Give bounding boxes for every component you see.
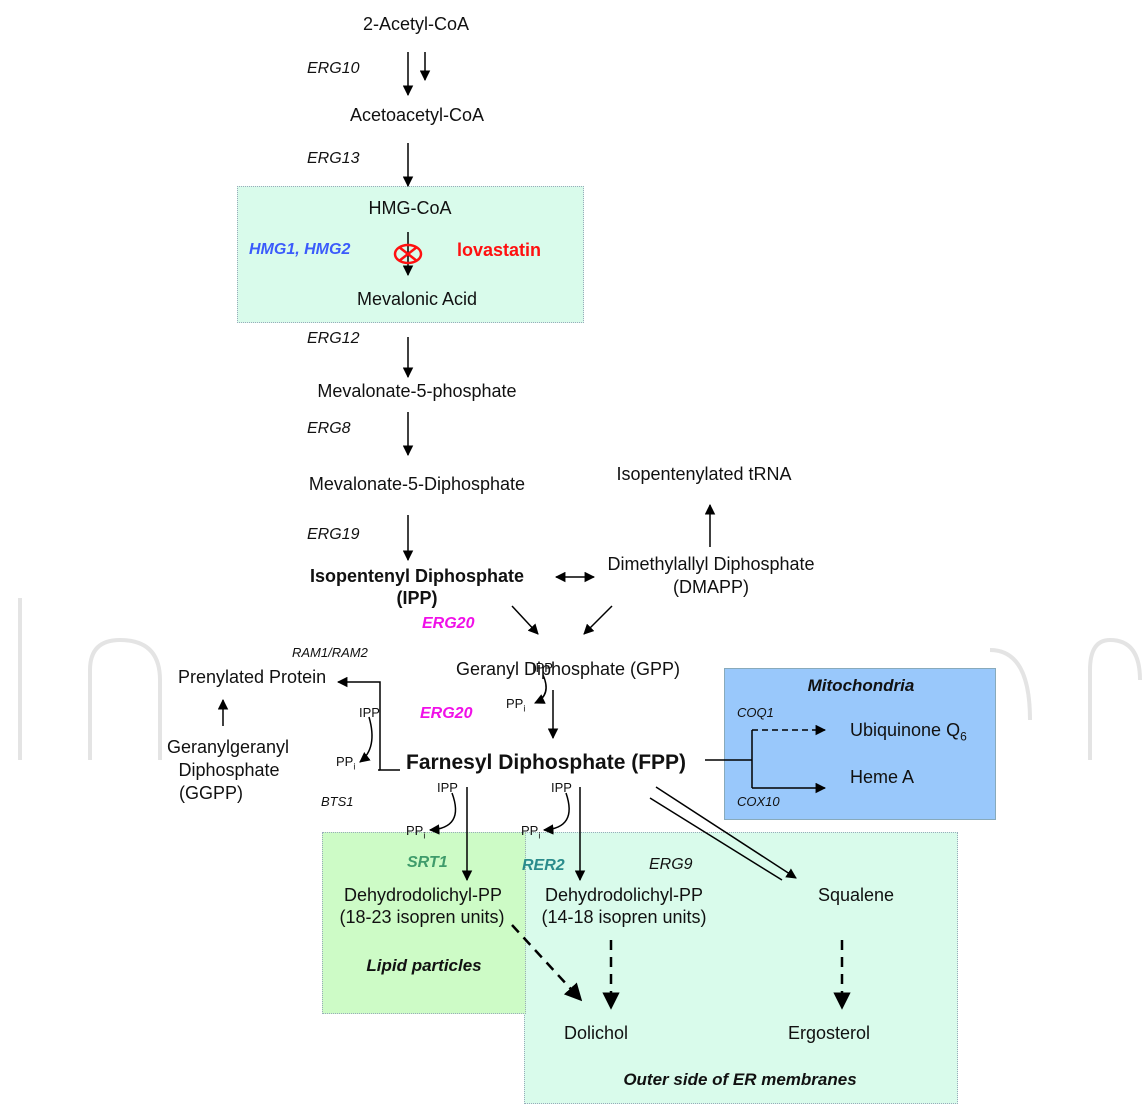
curve-rer2-ipp <box>542 792 570 835</box>
ppi-srt1-text: PP <box>406 823 424 838</box>
arrow-fpp-squalene-1 <box>655 786 797 879</box>
ubiquinone-subscript: 6 <box>960 729 967 744</box>
dolichol-label: Dolichol <box>563 1023 629 1043</box>
ipp-srt1-label: IPP <box>437 780 458 795</box>
ipp-ggpp-label: IPP <box>359 705 380 720</box>
gene-ram: RAM1/RAM2 <box>292 645 368 660</box>
gene-hmg: HMG1, HMG2 <box>249 241 351 258</box>
arrow-dmapp-gpp <box>583 605 613 635</box>
gene-cox10: COX10 <box>737 794 780 809</box>
gene-coq1: COQ1 <box>737 705 774 720</box>
er-membranes-label: Outer side of ER membranes <box>623 1070 857 1089</box>
prenylated-protein: Prenylated Protein <box>178 667 327 687</box>
gene-erg20-upper: ERG20 <box>422 615 475 632</box>
lipid-particles-label: Lipid particles <box>366 956 482 975</box>
gene-srt1: SRT1 <box>407 854 448 871</box>
mitochondria-box <box>724 668 996 820</box>
ddpp-short-line2: (14-18 isopren units) <box>541 907 707 927</box>
squalene-label: Squalene <box>817 885 895 905</box>
ubiquinone-text: Ubiquinone Q <box>850 720 961 740</box>
ddpp-long-line1: Dehydrodolichyl-PP <box>343 885 503 905</box>
gene-erg12: ERG12 <box>307 330 360 347</box>
hmg-coa: HMG-CoA <box>368 198 452 218</box>
ggpp-line2: Diphosphate <box>178 760 280 780</box>
acetyl-coa: 2-Acetyl-CoA <box>362 14 470 34</box>
arrow-ddpp1-dolichol <box>511 924 583 1002</box>
fpp-label: Farnesyl Diphosphate (FPP) <box>406 751 687 774</box>
arrow-fpp-squalene-2 <box>649 797 783 881</box>
ppi-ggpp-sub: i <box>353 761 356 772</box>
ppi-rer2-text: PP <box>521 823 539 838</box>
ppi-ggpp-text: PP <box>336 754 354 769</box>
gene-bts1: BTS1 <box>321 794 354 809</box>
curve-ggpp-ipp <box>359 716 373 763</box>
ggpp-line1: Geranylgeranyl <box>166 737 290 757</box>
ipp-rer2-label: IPP <box>551 780 572 795</box>
mevalonate-5-diphosphate: Mevalonate-5-Diphosphate <box>308 474 526 494</box>
ipp-gpp-label: IPP <box>532 660 553 675</box>
inhibitor-lovastatin: lovastatin <box>457 240 542 260</box>
ppi-gpp-label: PPi <box>506 696 525 714</box>
ipp-abbrev: (IPP) <box>396 588 438 608</box>
dmapp-label: Dimethylallyl Diphosphate <box>607 554 815 574</box>
curve-srt1-ipp <box>428 792 457 835</box>
ppi-srt1-sub: i <box>423 830 426 841</box>
mitochondria-label: Mitochondria <box>807 676 915 695</box>
ppi-gpp-sub: i <box>523 703 526 714</box>
heme-a-label: Heme A <box>850 767 915 787</box>
gene-rer2: RER2 <box>522 857 565 874</box>
ipp-label: Isopentenyl Diphosphate <box>309 566 525 586</box>
ergosterol-label: Ergosterol <box>787 1023 871 1043</box>
gene-erg9: ERG9 <box>649 856 693 873</box>
arrow-ipp-gpp <box>511 605 539 635</box>
bracket-ggpp <box>336 676 400 771</box>
ppi-gpp-text: PP <box>506 696 524 711</box>
ddpp-long-line2: (18-23 isopren units) <box>339 907 505 927</box>
inhibition-symbol <box>393 243 423 265</box>
curve-gpp-ipp <box>534 674 547 704</box>
gene-erg10: ERG10 <box>307 60 360 77</box>
gene-erg13: ERG13 <box>307 150 360 167</box>
gene-erg19: ERG19 <box>307 526 360 543</box>
ubiquinone-label: Ubiquinone Q6 <box>850 720 967 744</box>
ddpp-short-line1: Dehydrodolichyl-PP <box>544 885 704 905</box>
dmapp-abbrev: (DMAPP) <box>673 577 749 597</box>
mevalonate-5-phosphate: Mevalonate-5-phosphate <box>317 381 517 401</box>
mevalonic-acid: Mevalonic Acid <box>356 289 478 309</box>
ppi-rer2-sub: i <box>538 830 541 841</box>
acetoacetyl-coa: Acetoacetyl-CoA <box>349 105 485 125</box>
lipid-particles-box <box>322 832 526 1014</box>
ppi-rer2-label: PPi <box>521 823 540 841</box>
ggpp-line3: (GGPP) <box>178 783 244 803</box>
ppi-ggpp-label: PPi <box>336 754 355 772</box>
isopentenylated-trna: Isopentenylated tRNA <box>616 464 792 484</box>
gene-erg8: ERG8 <box>307 420 351 437</box>
gpp-label: Geranyl Diphosphate (GPP) <box>455 659 681 679</box>
ppi-srt1-label: PPi <box>406 823 425 841</box>
gene-erg20-lower: ERG20 <box>420 705 473 722</box>
